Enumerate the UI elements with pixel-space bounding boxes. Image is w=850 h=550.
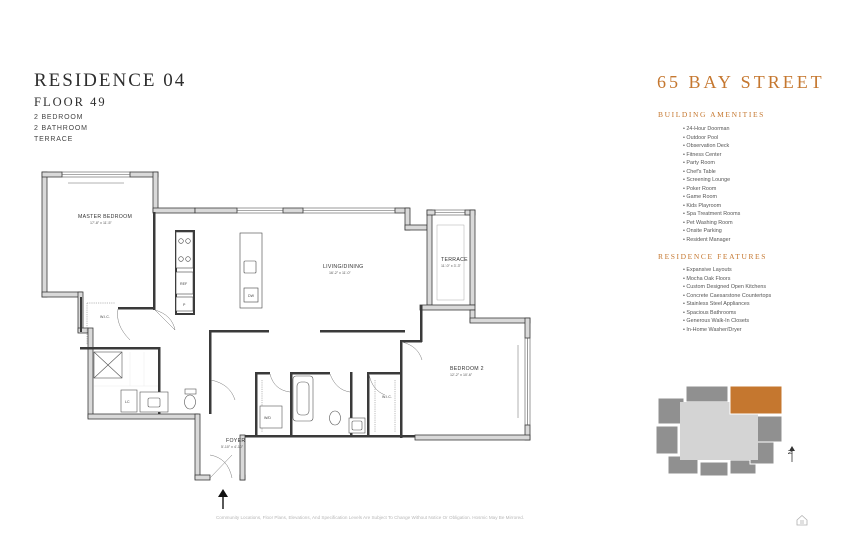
north-label: N [786,450,792,454]
sink-icon [147,397,161,408]
list-item: • Party Room [683,160,715,166]
burner-icon [178,238,184,244]
cooktop [175,231,194,269]
wic-label: W.I.C. [100,315,110,319]
sink-icon [351,420,363,431]
residence-details: 2 BEDROOM 2 BATHROOM TERRACE [34,112,88,145]
window-sills [68,182,519,418]
closets [86,302,396,432]
list-item: • 24-Hour Doorman [683,126,730,132]
terrace-dims: 11'-0" x 3'-3" [441,264,462,268]
disclaimer: Community Locations, Floor Plans, Elevat… [215,515,525,520]
list-item: • Concrete Caesarstone Countertops [683,292,772,299]
entry-arrow-icon [218,489,228,509]
lc-label: LC [125,400,130,404]
list-item: • Spa Treatment Rooms [683,211,741,217]
list-item: • Observation Deck [683,143,730,149]
windows [61,171,531,426]
sink-icon [243,260,257,274]
burner-icon [178,256,184,262]
features-heading: RESIDENCE FEATURES [658,252,768,261]
pantry [175,296,194,312]
keyplan-highlighted-unit [729,385,783,415]
foyer-label: FOYER [226,438,245,444]
list-item: • Mocha Oak Floors [683,275,731,282]
toilet-icon [184,394,196,410]
building-name: 65 BAY STREET [657,72,825,92]
shower [93,351,123,379]
vanity [139,391,169,413]
list-item: • Resident Manager [683,236,731,243]
foyer-dims: 5'-10" x 4'-10" [221,445,244,449]
floor-label: FLOOR 49 [34,95,107,109]
wic-label: W.I.C. [382,395,392,399]
list-item: • Kids Playroom [683,202,722,209]
terrace-label: TERRACE [34,136,74,143]
dw-label: DW [248,294,255,298]
door-swings [117,308,423,479]
tile-grid [94,352,158,387]
ref-label: REF [180,282,188,286]
equal-housing-icon [796,514,808,526]
list-item: • Expansive Layouts [683,267,732,273]
linen-closet [120,389,138,413]
bedroom-count: 2 BEDROOM [34,114,84,121]
list-item: • In-Home Washer/Dryer [683,326,742,333]
second-bath [292,375,366,434]
master-bath [93,351,197,413]
list-item: • Fitness Center [683,151,722,158]
list-item: • Pet Washing Room [683,219,733,226]
burner-icon [185,256,191,262]
list-item: • Outdoor Pool [683,134,719,141]
living-dining-label: LIVING/DINING [323,264,364,270]
amenities-heading: BUILDING AMENITIES [658,110,765,119]
features-list: • Expansive Layouts • Mocha Oak Floors •… [683,266,771,334]
keyplan-units [655,385,783,477]
master-bedroom-label: MASTER BEDROOM [78,214,132,220]
list-item: • Generous Walk-In Closets [683,318,750,324]
terrace-label: TERRACE [441,257,468,263]
master-bedroom-dims: 17'-8" x 11'-5" [90,221,113,225]
list-item: • Spacious Bathrooms [683,309,737,316]
north-arrow-icon [789,446,795,462]
living-dining-dims: 16'-2" x 11'-0" [329,271,352,275]
pantry-label: P [183,303,186,307]
list-item: • Chef's Table [683,168,716,175]
bathroom-count: 2 BATHROOM [34,125,88,132]
list-item: • Onsite Parking [683,228,722,234]
bedroom2-label: BEDROOM 2 [450,366,484,372]
burner-icon [185,238,191,244]
residence-title: RESIDENCE 04 [34,70,187,91]
dishwasher [243,287,259,303]
list-item: • Screening Lounge [683,177,731,183]
kitchen [175,231,263,312]
list-item: • Game Room [683,194,717,200]
list-item: • Poker Room [683,185,717,192]
bedroom2-dims: 12'-2" x 10'-6" [450,373,473,377]
terrace-railing [436,224,465,301]
list-item: • Custom Designed Open Kitchens [683,284,767,290]
key-plan: N [655,385,795,477]
amenities-list: • 24-Hour Doorman • Outdoor Pool • Obser… [683,125,740,244]
washer-dryer [259,405,283,429]
refrigerator [175,271,194,295]
toilet-icon [329,410,341,426]
wd-label: W/D [264,416,271,420]
list-item: • Stainless Steel Appliances [683,301,750,307]
